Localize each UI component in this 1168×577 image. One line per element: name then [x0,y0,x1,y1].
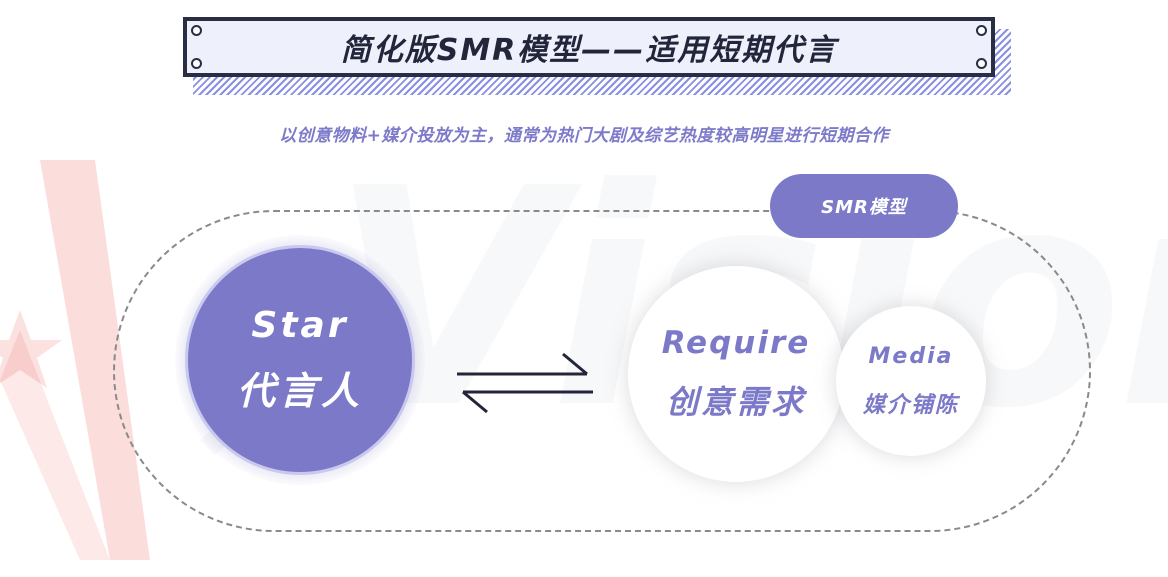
title-box: 简化版SMR模型——适用短期代言 [183,17,995,77]
rivet-icon [191,25,202,36]
star-node-label-en: Star [251,305,349,346]
media-node: Media 媒介铺陈 [836,306,986,456]
star-node: Star 代言人 [185,245,415,475]
smr-model-boundary [113,210,1091,532]
smr-model-badge: SMR模型 [770,174,958,238]
title-banner: 简化版SMR模型——适用短期代言 [183,17,1011,95]
media-node-label-en: Media [868,343,954,369]
rivet-icon [976,25,987,36]
rivet-icon [191,58,202,69]
star-node-label-cn: 代言人 [236,369,363,413]
page-title: 简化版SMR模型——适用短期代言 [340,33,838,68]
require-node-label-cn: 创意需求 [665,383,806,421]
require-node: Require 创意需求 [628,266,844,482]
media-node-label-cn: 媒介铺陈 [862,392,959,418]
require-node-label-en: Require [661,325,811,361]
bidirectional-arrows-icon [457,352,593,414]
rivet-icon [976,58,987,69]
subtitle: 以创意物料+媒介投放为主，通常为热门大剧及综艺热度较高明星进行短期合作 [279,126,889,146]
